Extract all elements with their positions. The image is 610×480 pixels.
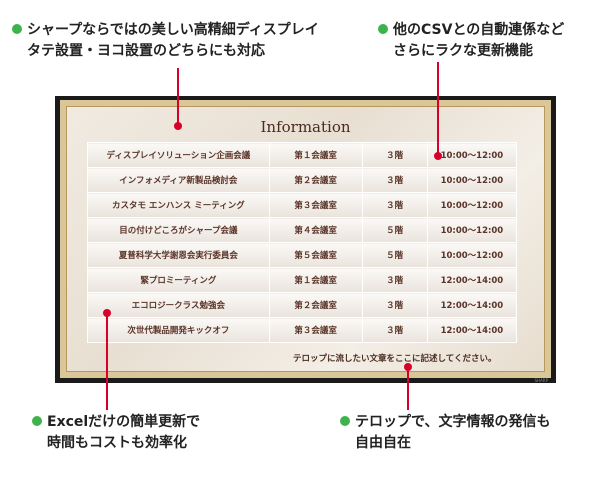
cell-room: 第２会議室: [268, 292, 363, 318]
cell-meeting-name: 緊プロミーティング: [87, 267, 270, 293]
cell-floor: ３階: [361, 142, 428, 168]
bullet-icon: [378, 24, 388, 34]
cell-floor: ５階: [361, 242, 428, 268]
cell-floor: ３階: [361, 267, 428, 293]
cell-meeting-name: エコロジークラス勉強会: [87, 292, 270, 318]
screen-title: Information: [260, 118, 351, 136]
cell-floor: ３階: [361, 292, 428, 318]
cell-meeting-name: インフォメディア新製品検討会: [87, 167, 270, 193]
cell-time: 10:00～12:00: [426, 167, 518, 193]
pointer-dot: [174, 122, 182, 130]
cell-floor: ５階: [361, 217, 428, 243]
telop-text: テロップに流したい文章をここに記述してください。: [293, 354, 497, 364]
cell-time: 10:00～12:00: [426, 192, 518, 218]
cell-time: 12:00～14:00: [426, 317, 518, 343]
pointer-line: [437, 62, 439, 156]
bullet-icon: [32, 416, 42, 426]
cell-meeting-name: 夏普科学大学謝恩会実行委員会: [87, 242, 270, 268]
cell-time: 12:00～14:00: [426, 267, 518, 293]
feature-text: シャープならではの美しい高精細ディスプレイ: [27, 22, 319, 38]
cell-time: 10:00～12:00: [426, 242, 518, 268]
pointer-line: [177, 68, 179, 126]
feature-text: Excelだけの簡単更新で: [47, 414, 201, 430]
cell-meeting-name: 次世代製品開発キックオフ: [87, 317, 270, 343]
cell-meeting-name: 目の付けどころがシャープ会議: [87, 217, 270, 243]
feature-text: さらにラクな更新機能: [393, 43, 533, 59]
cell-room: 第４会議室: [268, 217, 363, 243]
cell-floor: ３階: [361, 192, 428, 218]
cell-meeting-name: ディスプレイソリューション企画会議: [87, 142, 270, 168]
cell-floor: ３階: [361, 317, 428, 343]
pointer-line: [106, 313, 108, 410]
feature-text: タテ設置・ヨコ設置のどちらにも対応: [27, 43, 265, 59]
feature-text: 時間もコストも効率化: [47, 435, 187, 451]
cell-time: 10:00～12:00: [426, 142, 518, 168]
feature-telop: テロップで、文字情報の発信も 自由自在: [340, 412, 550, 454]
cell-room: 第１会議室: [268, 267, 363, 293]
cell-floor: ３階: [361, 167, 428, 193]
bullet-icon: [340, 416, 350, 426]
bullet-icon: [12, 24, 22, 34]
feature-csv: 他のCSVとの自動連係など さらにラクな更新機能: [378, 20, 564, 62]
feature-text: 他のCSVとの自動連係など: [393, 22, 565, 38]
feature-excel: Excelだけの簡単更新で 時間もコストも効率化: [32, 412, 200, 454]
feature-display: シャープならではの美しい高精細ディスプレイ タテ設置・ヨコ設置のどちらにも対応: [12, 20, 319, 62]
feature-text: テロップで、文字情報の発信も: [355, 414, 551, 430]
pointer-dot: [434, 152, 442, 160]
brand-logo: SHARP: [534, 378, 548, 383]
cell-room: 第３会議室: [268, 317, 363, 343]
cell-time: 12:00～14:00: [426, 292, 518, 318]
cell-room: 第２会議室: [268, 167, 363, 193]
feature-text: 自由自在: [355, 435, 411, 451]
cell-room: 第５会議室: [268, 242, 363, 268]
cell-time: 10:00～12:00: [426, 217, 518, 243]
cell-room: 第１会議室: [268, 142, 363, 168]
cell-room: 第３会議室: [268, 192, 363, 218]
cell-meeting-name: カスタモ エンハンス ミーティング: [87, 192, 270, 218]
pointer-line: [407, 367, 409, 410]
